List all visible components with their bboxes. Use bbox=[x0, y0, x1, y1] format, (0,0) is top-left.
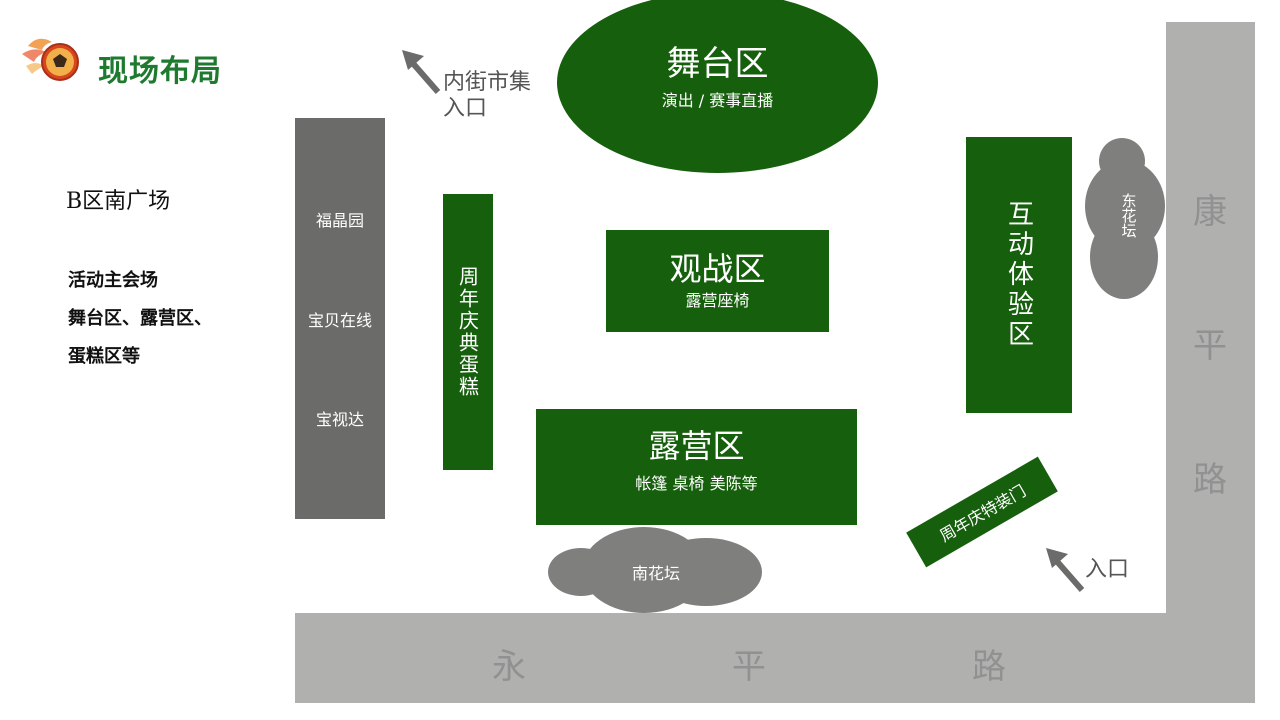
viewing-zone-title: 观战区 bbox=[669, 250, 766, 288]
south-flowerbed-label: 南花坛 bbox=[631, 564, 680, 583]
area-title: B区南广场 bbox=[66, 189, 171, 214]
east-flowerbed: 东花坛 bbox=[1113, 193, 1143, 243]
area-description: 活动主会场 舞台区、露营区、 蛋糕区等 bbox=[68, 262, 212, 376]
road-label-char: 路 bbox=[972, 647, 1006, 687]
flaming-soccer-ball-icon bbox=[18, 28, 88, 88]
entrance-arrow-icon bbox=[1042, 544, 1090, 600]
interactive-zone-title: 互动体验区 bbox=[1003, 200, 1034, 350]
anniversary-gate-label: 周年庆特装门 bbox=[936, 481, 1030, 546]
page-title: 现场布局 bbox=[98, 54, 222, 89]
vendor-label: 宝贝在线 bbox=[307, 311, 372, 330]
north-entrance-line: 内街市集 bbox=[443, 70, 532, 95]
description-line: 舞台区、露营区、 bbox=[68, 308, 212, 329]
road-label-char: 康 bbox=[1193, 192, 1227, 232]
cake-zone: 周年庆典蛋糕 bbox=[443, 194, 493, 470]
road-yongping: 永 平 路 bbox=[295, 613, 1255, 703]
stage-zone-title: 舞台区 bbox=[666, 44, 769, 84]
road-label-char: 平 bbox=[1193, 326, 1227, 366]
interactive-zone: 互动体验区 bbox=[966, 137, 1072, 413]
road-kangping: 康 平 路 bbox=[1166, 22, 1255, 703]
vendor-label: 福晶园 bbox=[315, 211, 364, 230]
north-entrance-arrow-icon bbox=[398, 46, 446, 102]
road-label-char: 路 bbox=[1193, 460, 1227, 500]
anniversary-gate: 周年庆特装门 bbox=[906, 456, 1058, 568]
camping-zone-title: 露营区 bbox=[648, 427, 745, 465]
viewing-zone: 观战区 露营座椅 bbox=[606, 230, 829, 332]
east-flowerbed-label: 东花坛 bbox=[1119, 193, 1138, 238]
vendor-strip: 福晶园 宝贝在线 宝视达 bbox=[295, 118, 385, 519]
viewing-zone-subtitle: 露营座椅 bbox=[685, 291, 750, 310]
description-line: 活动主会场 bbox=[68, 270, 158, 291]
north-entrance-line: 入口 bbox=[443, 96, 488, 121]
cake-zone-title: 周年庆典蛋糕 bbox=[455, 266, 480, 398]
entrance-label: 入口 bbox=[1085, 557, 1130, 582]
east-flowerbed-shape bbox=[1090, 215, 1158, 299]
road-label-char: 永 bbox=[492, 647, 526, 687]
south-flowerbed-shape bbox=[650, 538, 762, 606]
description-line: 蛋糕区等 bbox=[68, 346, 140, 367]
stage-zone bbox=[557, 0, 878, 173]
vendor-label: 宝视达 bbox=[315, 410, 364, 429]
stage-zone-subtitle: 演出 / 赛事直播 bbox=[661, 91, 774, 110]
camping-zone-subtitle: 帐篷 桌椅 美陈等 bbox=[635, 474, 758, 493]
camping-zone: 露营区 帐篷 桌椅 美陈等 bbox=[536, 409, 857, 525]
road-label-char: 平 bbox=[732, 647, 766, 687]
north-entrance-label: 内街市集 入口 bbox=[443, 70, 531, 122]
